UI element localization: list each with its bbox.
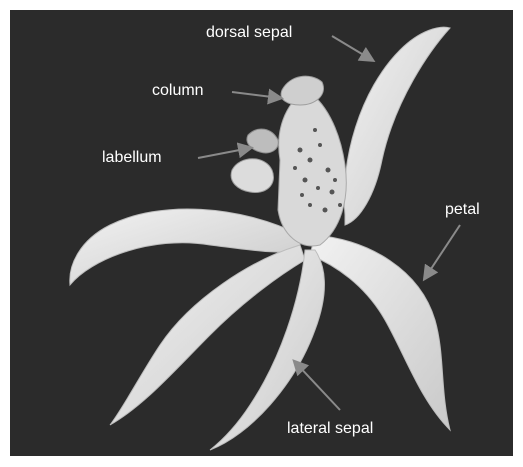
arrow-dorsal-sepal — [332, 36, 372, 60]
arrow-labellum — [198, 148, 250, 158]
arrow-column — [232, 92, 280, 98]
orchid-illustration — [10, 10, 513, 456]
label-dorsal-sepal: dorsal sepal — [206, 25, 292, 41]
dorsal-sepal — [344, 27, 450, 225]
labellum — [231, 159, 273, 193]
label-petal: petal — [445, 202, 480, 218]
diagram-frame: dorsal sepal column labellum petal later… — [10, 10, 513, 456]
label-lateral-sepal: lateral sepal — [287, 421, 373, 437]
arrow-petal — [425, 225, 460, 278]
label-column: column — [152, 83, 204, 99]
flower-center — [278, 90, 346, 246]
label-labellum: labellum — [102, 150, 162, 166]
labellum-callus — [247, 129, 278, 153]
arrow-lateral-sepal — [295, 362, 340, 410]
